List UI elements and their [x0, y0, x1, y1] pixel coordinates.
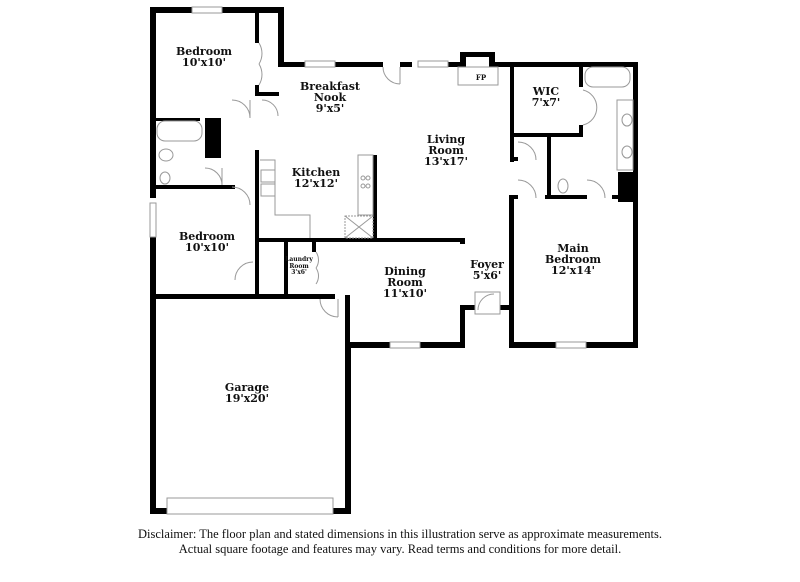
room-name: Kitchen	[291, 166, 341, 179]
room-dimensions: 11'x10'	[383, 287, 427, 300]
room-dimensions: 7'x7'	[531, 96, 561, 109]
room-name-line2: Nook	[313, 91, 347, 104]
room-name-line1: Dining	[384, 265, 426, 278]
fireplace-label: FP	[475, 73, 487, 82]
fixtures	[156, 66, 634, 239]
room-name-line1: Main	[557, 242, 589, 255]
room-dimensions: 19'x20'	[225, 392, 269, 405]
room-dimensions: 12'x14'	[551, 264, 595, 277]
room-label-main-bedroom: Main Bedroom 12'x14'	[545, 243, 601, 276]
room-dimensions: 10'x10'	[185, 241, 229, 254]
room-label-breakfast-nook: Breakfast Nook 9'x5'	[300, 81, 360, 114]
room-name-line1: Laundry	[285, 256, 313, 263]
room-name: Bedroom	[178, 230, 236, 243]
room-label-kitchen: Kitchen 12'x12'	[292, 167, 341, 189]
disclaimer: Disclaimer: The floor plan and stated di…	[0, 527, 800, 557]
room-label-living-room: Living Room 13'x17'	[424, 134, 468, 167]
room-dimensions: 12'x12'	[294, 177, 338, 190]
room-name: Bedroom	[175, 45, 233, 58]
room-label-wic: WIC 7'x7'	[532, 86, 561, 108]
room-dimensions: 10'x10'	[182, 56, 226, 69]
room-label-garage: Garage 19'x20'	[225, 382, 269, 404]
doors	[204, 42, 606, 318]
room-name-line2: Bedroom	[544, 253, 602, 266]
disclaimer-line-1: Disclaimer: The floor plan and stated di…	[138, 527, 662, 541]
room-label-bedroom-2: Bedroom 10'x10'	[179, 231, 235, 253]
room-dimensions: 9'x5'	[315, 102, 345, 115]
room-name-line2: Room	[387, 276, 423, 289]
room-name-line1: Living	[426, 133, 466, 146]
room-label-laundry-room: Laundry Room 3'x6'	[285, 256, 313, 277]
windows	[149, 6, 587, 515]
room-name-line1: Breakfast	[300, 80, 360, 93]
room-label-fireplace: FP	[476, 72, 486, 83]
room-dimensions: 3'x6'	[291, 269, 307, 276]
room-name-line2: Room	[428, 144, 464, 157]
room-name-line2: Room	[289, 262, 309, 270]
room-label-bedroom-1: Bedroom 10'x10'	[176, 46, 232, 68]
room-name: Foyer	[470, 258, 504, 271]
room-name: Garage	[224, 381, 270, 394]
room-label-dining-room: Dining Room 11'x10'	[383, 266, 427, 299]
room-name: WIC	[532, 85, 560, 98]
room-dimensions: 13'x17'	[424, 155, 468, 168]
room-label-foyer: Foyer 5'x6'	[470, 259, 504, 281]
room-dimensions: 5'x6'	[472, 269, 502, 282]
disclaimer-line-2: Actual square footage and features may v…	[178, 542, 622, 556]
